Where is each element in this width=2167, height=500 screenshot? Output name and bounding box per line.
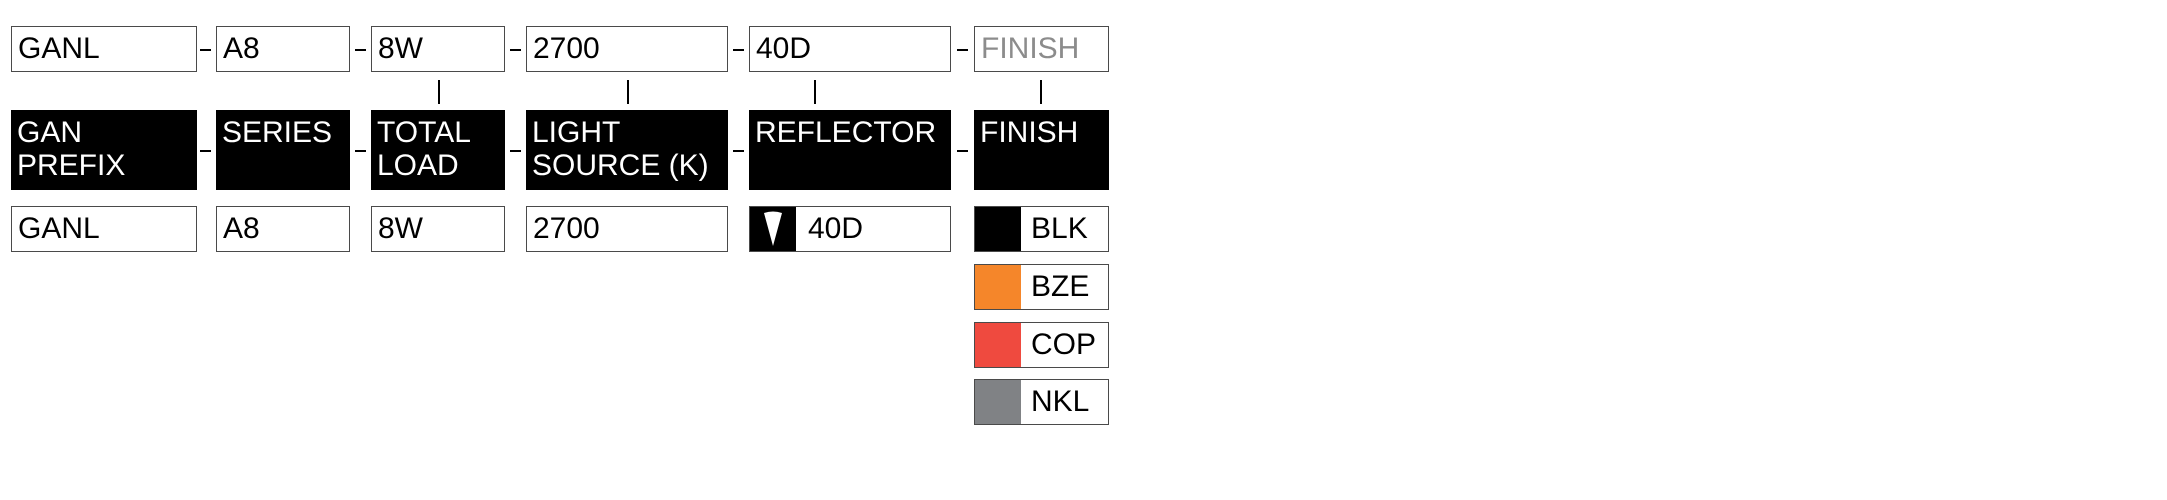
header-light-source: LIGHT SOURCE (K) — [526, 110, 728, 190]
finish-swatch — [975, 380, 1021, 424]
header-line: PREFIX — [17, 149, 126, 182]
separator-dash — [733, 49, 744, 51]
header-line: GAN — [17, 116, 83, 149]
selected-light-source-field[interactable]: 2700 — [526, 26, 728, 72]
header-line: SERIES — [222, 116, 333, 149]
selected-series-field[interactable]: A8 — [216, 26, 350, 72]
finish-option-nkl[interactable]: NKL — [974, 379, 1109, 425]
separator-dash — [510, 49, 521, 51]
header-line: REFLECTOR — [755, 116, 937, 149]
separator-dash — [355, 150, 366, 152]
separator-dash — [733, 150, 744, 152]
beam-angle-icon — [750, 207, 796, 251]
separator-dash — [200, 49, 211, 51]
header-finish: FINISH — [974, 110, 1109, 190]
header-gan-prefix: GAN PREFIX — [11, 110, 197, 190]
connector-line — [814, 80, 816, 104]
finish-option-label: COP — [1031, 328, 1097, 361]
selected-total-load-field[interactable]: 8W — [371, 26, 505, 72]
header-line: FINISH — [980, 116, 1079, 149]
finish-option-label: BLK — [1031, 212, 1088, 245]
finish-swatch — [975, 207, 1021, 251]
connector-line — [438, 80, 440, 104]
selected-reflector-field[interactable]: 40D — [749, 26, 951, 72]
connector-line — [627, 80, 629, 104]
header-reflector: REFLECTOR — [749, 110, 951, 190]
finish-swatch — [975, 265, 1021, 309]
selected-finish-field[interactable]: FINISH — [974, 26, 1109, 72]
selected-gan-prefix-field[interactable]: GANL — [11, 26, 197, 72]
connector-line — [1040, 80, 1042, 104]
header-line: LOAD — [377, 149, 459, 182]
finish-option-bze[interactable]: BZE — [974, 264, 1109, 310]
finish-swatch — [975, 323, 1021, 367]
option-gan-prefix[interactable]: GANL — [11, 206, 197, 252]
finish-option-blk[interactable]: BLK — [974, 206, 1109, 252]
header-line: TOTAL — [377, 116, 471, 149]
separator-dash — [510, 150, 521, 152]
finish-option-label: BZE — [1031, 270, 1090, 303]
option-light-source[interactable]: 2700 — [526, 206, 728, 252]
header-series: SERIES — [216, 110, 350, 190]
option-reflector[interactable]: 40D — [749, 206, 951, 252]
header-line: LIGHT — [532, 116, 621, 149]
separator-dash — [355, 49, 366, 51]
finish-option-label: NKL — [1031, 385, 1090, 418]
finish-option-cop[interactable]: COP — [974, 322, 1109, 368]
option-reflector-label: 40D — [808, 212, 864, 245]
separator-dash — [200, 150, 211, 152]
separator-dash — [957, 49, 968, 51]
header-line: SOURCE (K) — [532, 149, 709, 182]
option-total-load[interactable]: 8W — [371, 206, 505, 252]
option-series[interactable]: A8 — [216, 206, 350, 252]
separator-dash — [957, 150, 968, 152]
header-total-load: TOTAL LOAD — [371, 110, 505, 190]
